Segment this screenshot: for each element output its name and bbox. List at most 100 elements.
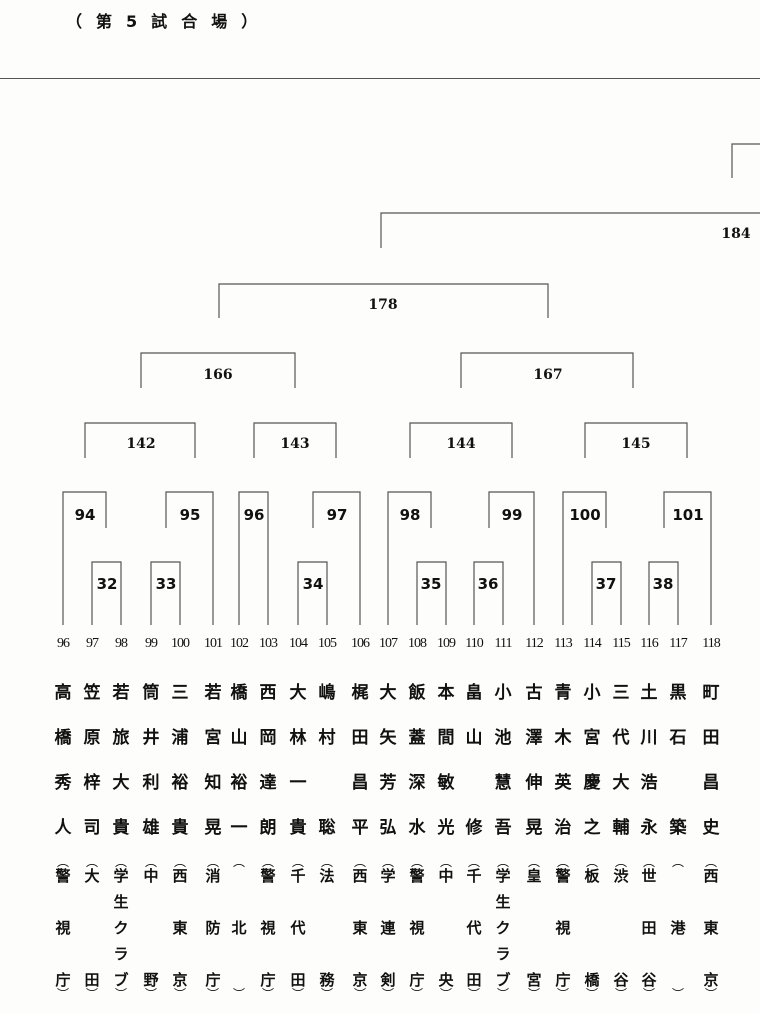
player-seed-number: 110 [465, 636, 484, 651]
player-seed-number: 115 [612, 636, 631, 651]
player-name-char: 慶 [583, 773, 601, 793]
team-name-char: 庁 [555, 971, 571, 989]
team-close-paren: ︶ [261, 987, 274, 1001]
player-name-char: 蓋 [408, 728, 426, 748]
team-name-char: ブ [113, 971, 129, 989]
team-name-char [670, 972, 685, 988]
player-name-char: 深 [408, 773, 426, 793]
team-name-char: 渋 [613, 867, 629, 885]
team-name-char [231, 972, 246, 988]
player-name-char: 池 [494, 728, 512, 748]
venue-title-char: ） [241, 12, 258, 31]
player-name-char: 聡 [318, 818, 336, 838]
player-name-char: 石 [669, 728, 687, 748]
player-name-char: 慧 [494, 773, 512, 793]
team-name-char: 大 [84, 867, 100, 885]
team-name-char: 京 [172, 971, 188, 989]
player-name-char: 嶋 [318, 683, 336, 703]
team-name-char: 中 [143, 867, 159, 885]
team-name-char: 代 [466, 919, 482, 937]
player-name-char: 三 [171, 683, 189, 703]
team-open-paren: ︵ [410, 855, 423, 869]
team-name-char [613, 920, 628, 936]
team-open-paren: ︵ [381, 855, 394, 869]
bracket-match-143 [253, 422, 337, 458]
player-seed-number: 107 [379, 636, 398, 651]
player-team: ︵中 央︶ [435, 856, 457, 1000]
player-name-char: 大 [612, 773, 630, 793]
player-team: ︵世田谷︶ [638, 856, 660, 1001]
player-seed-number: 97 [86, 636, 99, 651]
player-name-char: 宮 [204, 728, 222, 748]
player-team: ︵西東京︶ [169, 855, 191, 1000]
team-open-paren: ︵ [556, 855, 569, 869]
player-team: ︵学連剣︶ [377, 855, 399, 1000]
match-number: 32 [96, 575, 118, 593]
player-entry: 高橋秀人︵警視庁︶ [52, 678, 74, 1000]
match-number: 144 [446, 436, 476, 452]
player-name-char: 永 [640, 818, 658, 838]
team-open-paren: ︵ [704, 855, 717, 869]
player-name-char [463, 768, 485, 813]
player-seed-number: 108 [408, 636, 427, 651]
player-team: ︵渋 谷︶ [610, 856, 632, 1000]
team-name-char: 田 [466, 971, 482, 989]
team-name-char: 連 [380, 919, 396, 937]
player-name-char: 裕 [171, 773, 189, 793]
player-name-char: 敏 [437, 773, 455, 793]
player-name-char: 一 [289, 773, 307, 793]
match-number: 167 [533, 367, 563, 383]
team-name-char: 田 [84, 971, 100, 989]
player-name-char: 伸 [525, 773, 543, 793]
venue-title-char: 場 [211, 12, 228, 31]
player-name-char: 林 [289, 728, 307, 748]
team-name-char: 消 [205, 867, 221, 885]
team-name-char: ラ [113, 945, 129, 963]
player-name-char: 旅 [112, 728, 130, 748]
player-name-char: 小 [583, 683, 601, 703]
player-name-char: 英 [554, 773, 572, 793]
player-seed-number: 112 [525, 636, 544, 651]
player-seed-number: 102 [230, 636, 249, 651]
match-number: 36 [477, 575, 499, 593]
match-number: 166 [203, 367, 233, 383]
player-name-char: 大 [289, 683, 307, 703]
player-name-char: 西 [259, 683, 277, 703]
player-name-char: 司 [83, 818, 101, 838]
team-name-char [319, 920, 334, 936]
team-name-char: 視 [260, 919, 276, 937]
team-close-paren: ︶ [206, 987, 219, 1001]
team-open-paren: ︵ [206, 855, 219, 869]
player-name-char: 村 [318, 728, 336, 748]
player-team: ︵法 務︶ [316, 856, 338, 1000]
player-name-char: 貴 [171, 818, 189, 838]
player-name-char: 岡 [259, 728, 277, 748]
player-name-char: 達 [259, 773, 277, 793]
match-number: 96 [243, 506, 265, 524]
player-seed-number: 109 [437, 636, 456, 651]
player-team: ︵中 野︶ [140, 856, 162, 1001]
team-name-char: 学 [380, 867, 396, 885]
player-seed-number: 105 [318, 636, 337, 651]
player-team: ︵ 港 ︶ [667, 856, 689, 1000]
team-close-paren: ︶ [642, 987, 655, 1001]
player-name-char: 治 [554, 818, 572, 838]
player-name-char: 浦 [171, 728, 189, 748]
player-entry: 本間敏光︵中 央︶ [435, 678, 457, 1000]
team-open-paren: ︵ [496, 855, 509, 869]
player-seed-number: 100 [171, 636, 190, 651]
match-number: 184 [721, 226, 751, 242]
player-entry: 畠山 修︵千代田︶ [463, 678, 485, 1000]
player-entry: 笠原梓司︵大 田︶ [81, 678, 103, 1000]
team-close-paren: ︶ [496, 987, 509, 1001]
player-name-char: 貴 [289, 818, 307, 838]
bracket-match-166 [140, 352, 296, 388]
team-open-paren: ︵ [173, 855, 186, 869]
player-name-char: 小 [494, 683, 512, 703]
team-close-paren: ︶ [144, 987, 157, 1001]
player-name-char: 井 [142, 728, 160, 748]
player-seed-number: 114 [583, 636, 602, 651]
team-name-char: 代 [290, 919, 306, 937]
match-number: 142 [126, 436, 156, 452]
player-seed-number: 113 [554, 636, 573, 651]
